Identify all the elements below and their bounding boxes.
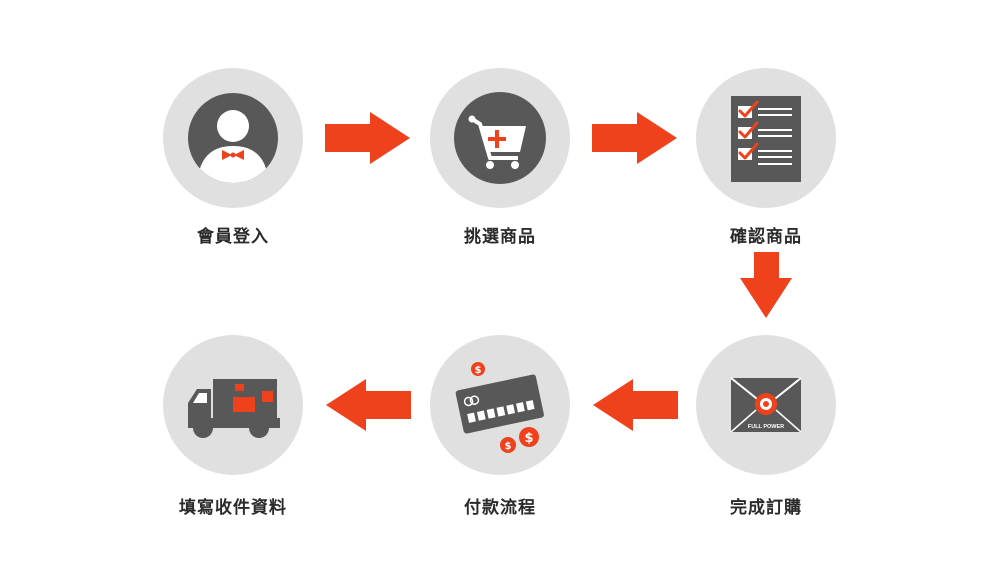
checklist-icon (731, 96, 801, 182)
delivery-truck-icon (188, 379, 280, 438)
arrow-left-2 (326, 379, 411, 431)
envelope-brand-text: FULL POWER (748, 424, 784, 430)
coin-symbol: $ (475, 365, 482, 376)
step-label-member-login: 會員登入 (197, 227, 269, 247)
coin-symbol: $ (505, 441, 512, 452)
coin-icon (500, 437, 516, 453)
arrow-down (740, 252, 792, 318)
coin-icon (471, 362, 485, 376)
member-icon (188, 93, 278, 183)
step-label-shipping-info: 填寫收件資料 (179, 498, 287, 518)
arrow-right-1 (325, 112, 410, 164)
arrow-left-1 (593, 379, 678, 431)
credit-card-icon: $ $ $ (455, 362, 544, 453)
coin-icon (519, 427, 539, 447)
step-label-select-products: 挑選商品 (464, 227, 536, 247)
step-label-confirm-products: 確認商品 (730, 227, 802, 247)
step-label-complete-order: 完成訂購 (730, 498, 802, 518)
arrow-right-2 (592, 112, 677, 164)
cart-add-icon (454, 92, 546, 184)
step-label-payment: 付款流程 (464, 498, 536, 518)
coin-symbol: $ (524, 431, 533, 446)
envelope-icon: FULL POWER (730, 377, 802, 433)
